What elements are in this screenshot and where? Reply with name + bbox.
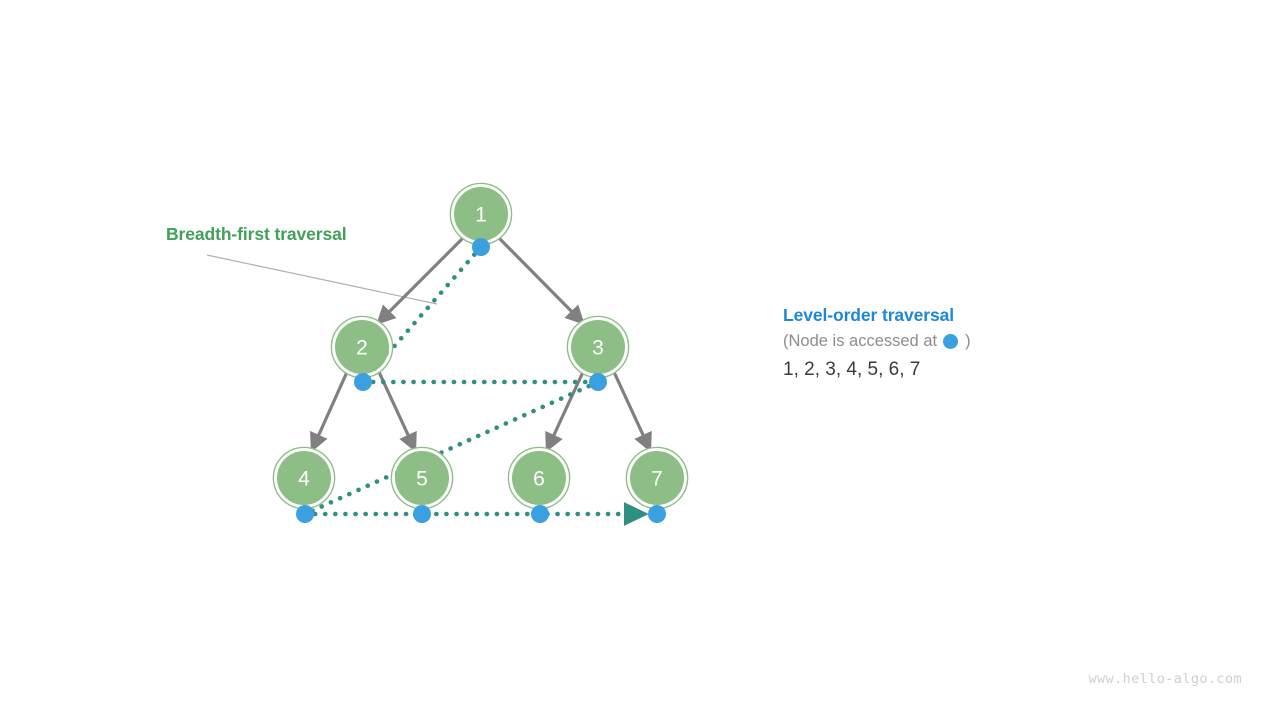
node-body: [571, 320, 625, 374]
node-label: 6: [533, 468, 545, 491]
visit-dot-node-6[interactable]: [531, 505, 549, 523]
node-body: [454, 187, 508, 241]
bfs-label-leader-line: [206, 254, 438, 305]
traversal-segment-n3-n4: [302, 379, 601, 517]
node-label: 4: [298, 468, 310, 491]
node-body: [335, 320, 389, 374]
tree-node-5[interactable]: 5: [390, 446, 454, 510]
tree-node-2[interactable]: 2: [330, 315, 394, 379]
legend-title: Level-order traversal: [783, 305, 955, 325]
bfs-traversal-label: Breadth-first traversal: [166, 224, 347, 244]
tree-node-1[interactable]: 1: [449, 182, 513, 246]
tree-nodes: 1 2 3 4: [272, 182, 689, 510]
traversal-sequence: 1, 2, 3, 4, 5, 6, 7: [783, 359, 921, 380]
edge-n2-n5: [377, 371, 417, 453]
edge-n3-n7: [612, 371, 652, 453]
visit-dot-node-4[interactable]: [296, 505, 314, 523]
visit-dot-node-5[interactable]: [413, 505, 431, 523]
legend-panel: Level-order traversal (Node is accessed …: [783, 305, 1203, 381]
tree-node-3[interactable]: 3: [566, 315, 630, 379]
visit-dot-node-3[interactable]: [589, 373, 607, 391]
legend-note-prefix: (Node is accessed at: [783, 332, 938, 350]
visit-dot-node-2[interactable]: [354, 373, 372, 391]
node-label: 1: [475, 204, 487, 227]
visit-dots: [296, 238, 666, 523]
node-body: [512, 451, 566, 505]
node-label: 7: [651, 468, 663, 491]
edge-n1-n2: [376, 236, 465, 325]
watermark: www.hello-algo.com: [1088, 671, 1242, 687]
tree-node-4[interactable]: 4: [272, 446, 336, 510]
edge-n1-n3: [497, 236, 585, 325]
legend-note: (Node is accessed at ): [783, 332, 1203, 351]
visit-dot-legend-icon: [943, 334, 959, 349]
node-label: 3: [592, 337, 604, 360]
tree-edges: [310, 236, 652, 453]
node-label: 5: [416, 468, 428, 491]
edge-n3-n6: [545, 371, 585, 453]
visit-dot-node-7[interactable]: [648, 505, 666, 523]
node-body: [630, 451, 684, 505]
edge-n2-n4: [310, 371, 349, 453]
node-body: [395, 451, 449, 505]
tree-node-6[interactable]: 6: [507, 446, 571, 510]
node-label: 2: [356, 337, 368, 360]
tree-node-7[interactable]: 7: [625, 446, 689, 510]
legend-note-suffix: ): [965, 332, 971, 350]
visit-dot-node-1[interactable]: [472, 238, 490, 256]
node-body: [277, 451, 331, 505]
